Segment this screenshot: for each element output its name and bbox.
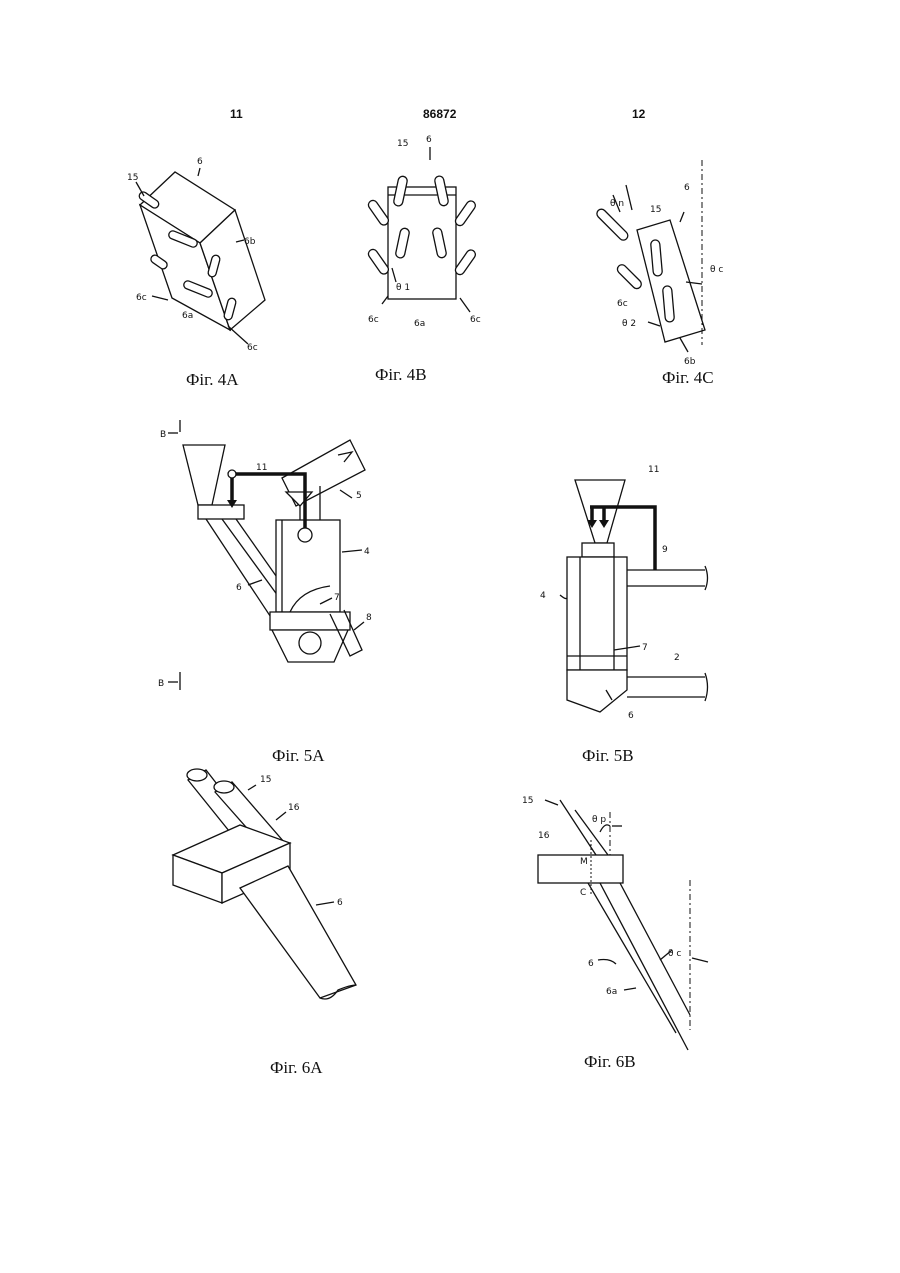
fig4c-label-theta-n: θ n [610,199,624,209]
fig4b-label-6: 6 [426,135,432,145]
fig6b-label-m: M [580,857,588,867]
fig5b-label-9: 9 [662,545,668,555]
fig5b-label-6: 6 [628,711,634,721]
figure-6a: 15 16 6 [173,769,356,999]
fig6b-label-16: 16 [538,831,550,841]
caption-fig-4c: Фіг. 4C [662,368,714,388]
fig5a-label-11: 11 [256,463,267,473]
caption-fig-4b: Фіг. 4B [375,365,427,385]
fig6b-label-c: C [580,888,586,898]
fig4c-label-6: 6 [684,183,690,193]
figure-5b: 11 9 4 7 2 6 [540,465,708,721]
fig5a-label-6: 6 [236,583,242,593]
fig4b-label-15: 15 [397,139,408,149]
fig4a-label-6b: 6b [244,237,256,247]
caption-fig-5a: Фіг. 5A [272,746,325,766]
fig4a-label-6c-left: 6c [136,293,147,303]
figure-6b: 15 θ p 16 M C θ c 6 6a [522,796,708,1050]
fig6a-label-15: 15 [260,775,271,785]
fig6a-label-6: 6 [337,898,343,908]
fig5a-label-5: 5 [356,491,362,501]
fig4a-label-15: 15 [127,173,138,183]
fig4a-label-6: 6 [197,157,203,167]
caption-fig-4a: Фіг. 4A [186,370,239,390]
fig6b-label-15: 15 [522,796,533,806]
fig4c-label-6c: 6c [617,299,628,309]
fig6b-label-6a: 6a [606,987,617,997]
fig5b-label-4: 4 [540,591,546,601]
fig5a-label-7: 7 [334,593,340,603]
fig5b-label-2: 2 [674,653,680,663]
fig6a-label-16: 16 [288,803,300,813]
fig4c-label-theta2: θ 2 [622,319,636,329]
caption-fig-6a: Фіг. 6A [270,1058,323,1078]
fig5b-label-7: 7 [642,643,648,653]
caption-fig-5b: Фіг. 5B [582,746,634,766]
fig6b-label-theta-c: θ c [668,949,681,959]
fig5a-label-b-top: B [160,430,166,440]
figure-5a: B 11 5 4 6 7 8 B [158,420,372,690]
fig6b-label-6: 6 [588,959,594,969]
caption-fig-6b: Фіг. 6B [584,1052,636,1072]
fig4a-label-6c-right: 6c [247,343,258,353]
fig4a-label-6a: 6a [182,311,193,321]
fig6b-label-theta-p: θ p [592,815,606,825]
fig4b-label-6a: 6a [414,319,425,329]
fig5b-label-11: 11 [648,465,659,475]
fig4c-label-15: 15 [650,205,661,215]
figure-4b: 15 6 θ 1 6c 6a 6c [367,135,481,329]
figure-4c: θ n 15 6 θ c 6c θ 2 6b [595,160,723,367]
fig4b-label-theta1: θ 1 [396,283,410,293]
fig5a-label-b-bottom: B [158,679,164,689]
fig4b-label-6c-right: 6c [470,315,481,325]
fig4c-label-theta-c: θ c [710,265,723,275]
fig4c-label-6b: 6b [684,357,696,367]
fig5a-label-4: 4 [364,547,370,557]
figure-4a: 15 6 6b 6c 6a 6c [127,157,265,353]
fig5a-label-8: 8 [366,613,372,623]
fig4b-label-6c-left: 6c [368,315,379,325]
